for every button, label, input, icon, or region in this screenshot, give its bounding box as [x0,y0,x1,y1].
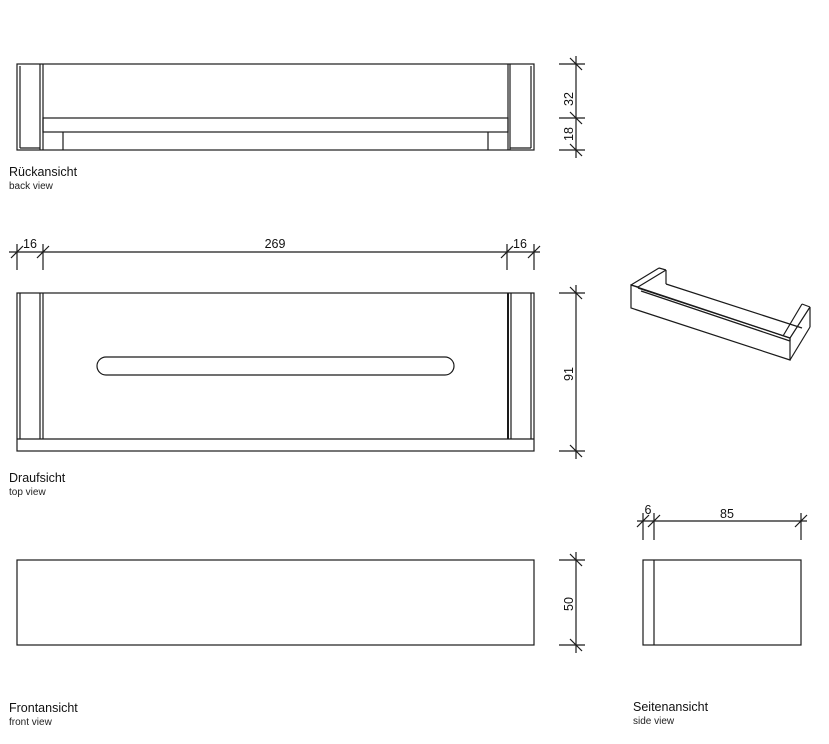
dim-top-inner-length: 269 [265,237,286,251]
dim-top-left-wall: 16 [23,237,37,251]
top-view-subtitle: top view [9,486,46,498]
dim-back-upper-height: 32 [562,92,576,106]
dim-front-height: 50 [562,597,576,611]
back-view-dimension-lines [559,56,585,158]
isometric-view-drawing [630,267,811,361]
back-view-title: Rückansicht [9,165,78,179]
front-view-title: Frontansicht [9,701,78,715]
side-view-subtitle: side view [633,715,675,727]
back-view-drawing [16,63,535,151]
dim-side-wall: 6 [645,503,652,517]
dim-side-depth: 85 [720,507,734,521]
back-view-subtitle: back view [9,180,53,192]
dim-back-lower-height: 18 [562,127,576,141]
front-view-subtitle: front view [9,716,52,728]
dim-top-right-wall: 16 [513,237,527,251]
back-view-label: Rückansicht back view [9,166,77,192]
top-view-dimension-lines [9,244,585,459]
top-view-title: Draufsicht [9,471,66,485]
dim-top-depth: 91 [562,367,576,381]
side-view-drawing [642,559,802,646]
top-view-drawing [16,292,535,452]
front-view-label: Frontansicht front view [9,702,78,728]
side-view-dimension-lines [636,513,808,540]
front-view-drawing [16,559,535,646]
side-view-label: Seitenansicht side view [633,701,708,727]
side-view-title: Seitenansicht [633,700,709,714]
top-view-label: Draufsicht top view [9,472,65,498]
front-view-dimension-lines [559,552,585,653]
